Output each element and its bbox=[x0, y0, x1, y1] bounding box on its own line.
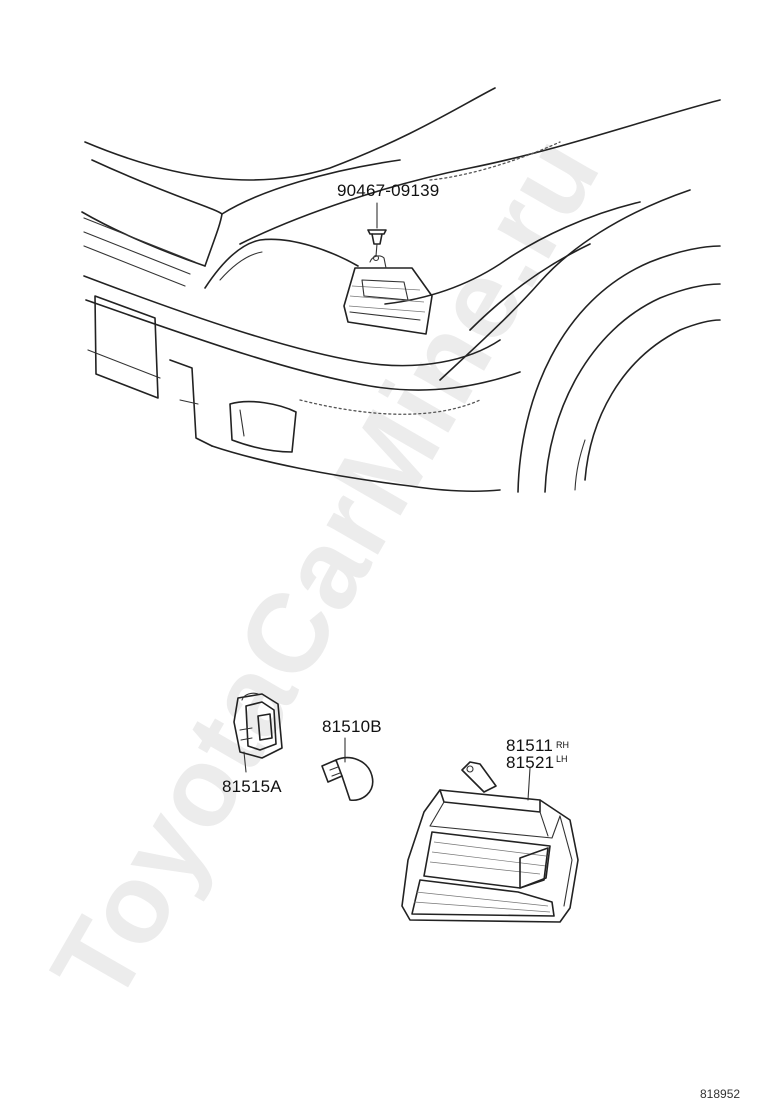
lamp-assembly: 81511 RH 81521 LH bbox=[401, 736, 579, 923]
lamp-lh-part-number: 81521 bbox=[506, 753, 554, 772]
socket-part-number: 81515A bbox=[222, 777, 282, 796]
screw-part-number: 90467-09139 bbox=[337, 181, 439, 200]
bulb-part: 81510B bbox=[321, 717, 382, 801]
screw-part: 90467-09139 bbox=[337, 181, 439, 262]
figure-number: 818952 bbox=[700, 1087, 740, 1101]
car-front-corner bbox=[81, 87, 721, 493]
lamp-rh-side-label: RH bbox=[556, 740, 569, 750]
lamp-lh-side-label: LH bbox=[556, 754, 568, 764]
bulb-part-number: 81510B bbox=[322, 717, 382, 736]
lamp-rh-part-number: 81511 bbox=[506, 736, 553, 755]
socket-part: 81515A bbox=[222, 692, 283, 796]
